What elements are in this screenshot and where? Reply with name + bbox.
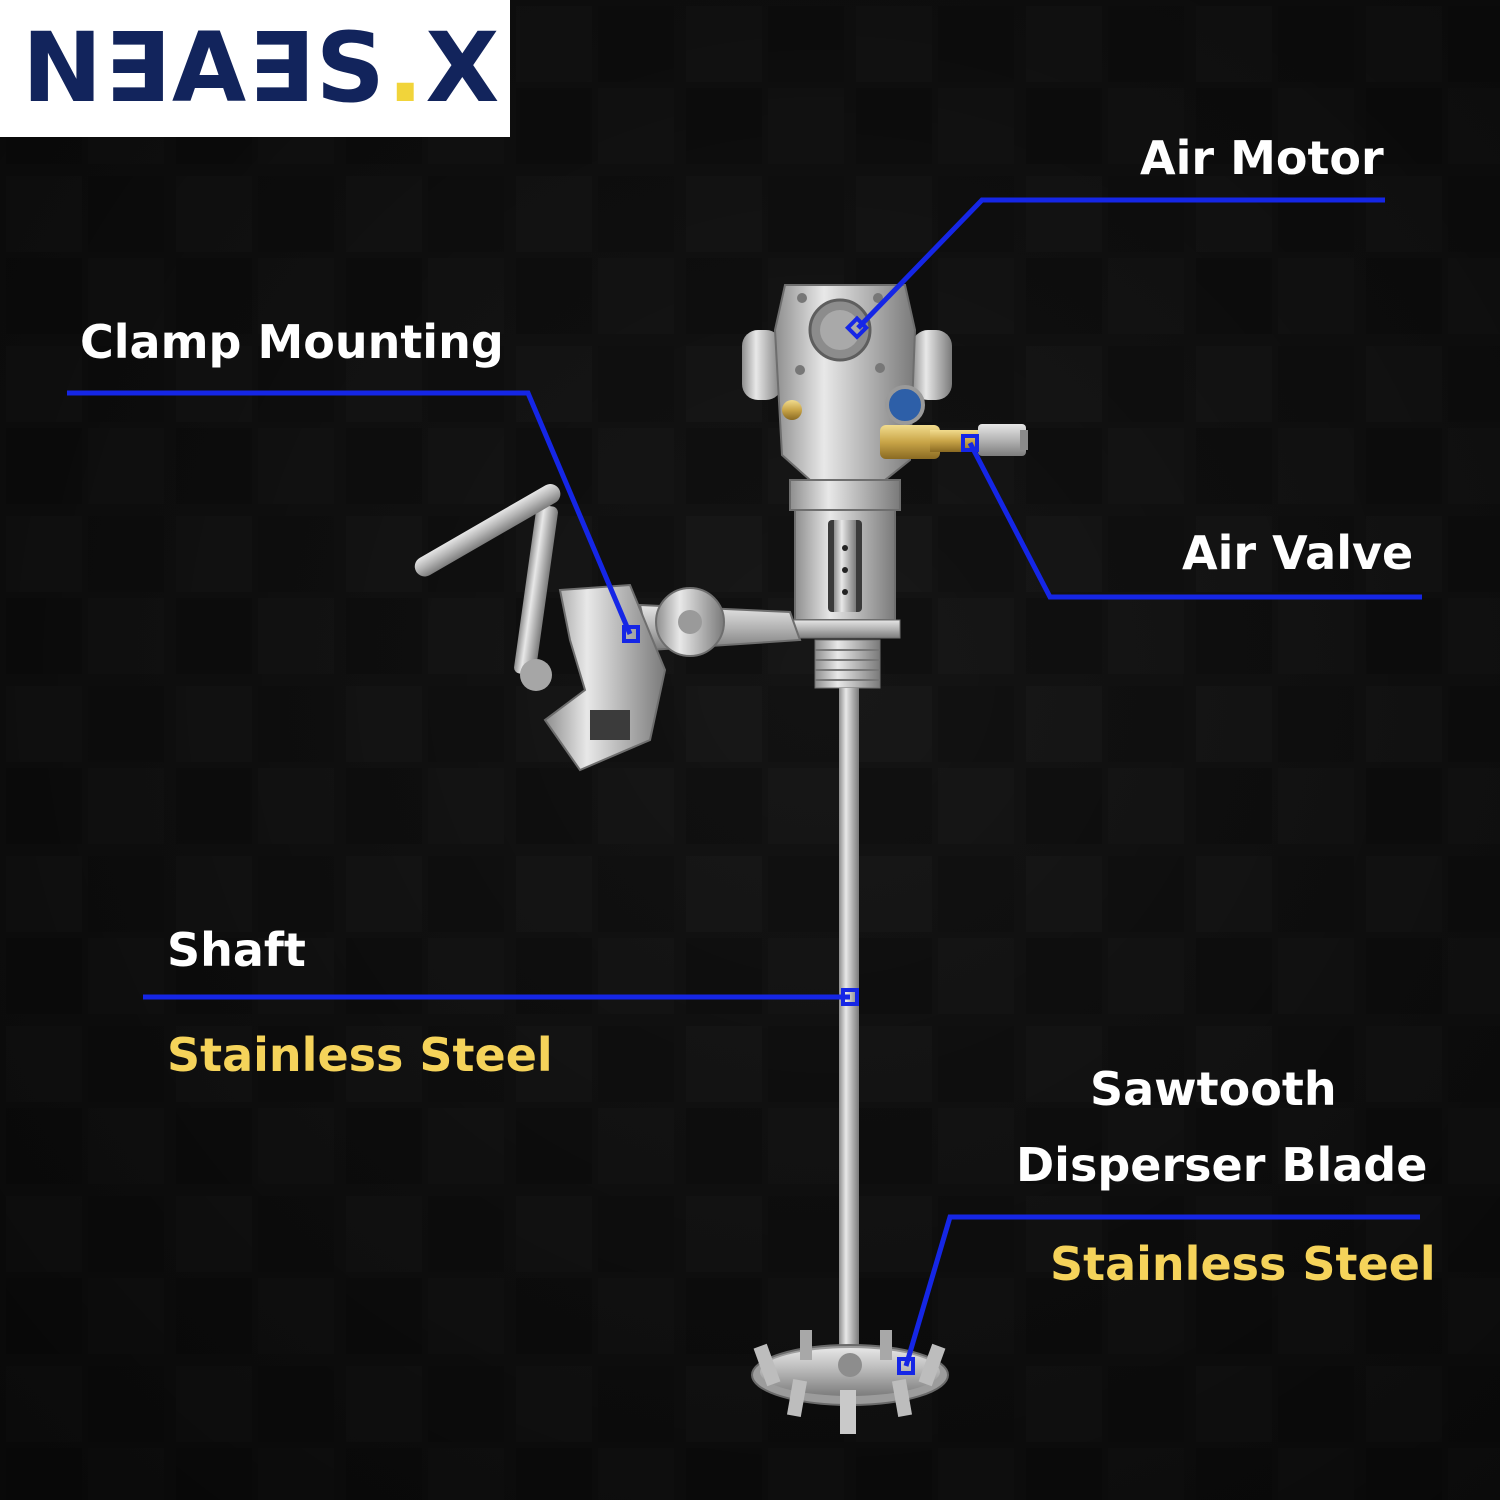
brand-logo-separator: . [386,12,426,124]
disperser-blade [751,1330,949,1434]
air-valve-fitting [880,385,1028,459]
shaft-label: Shaft [167,923,306,977]
shaft-rod [839,688,859,1358]
leader-lines [67,197,1422,1367]
leader-markers [622,315,979,1375]
brand-logo-main: N∃A∃S [22,12,387,124]
blade-label-line1: Sawtooth [1090,1062,1337,1116]
leader-air-motor [856,197,1385,330]
air-motor-body [742,284,952,689]
air-motor-label: Air Motor [1140,131,1384,185]
leader-blade [903,1214,1420,1367]
clamp-assembly [414,484,802,772]
brand-logo-suffix: X [425,12,502,124]
blade-label-line2: Disperser Blade [1016,1138,1428,1192]
clamp-mounting-label: Clamp Mounting [80,315,504,369]
shaft-material-label: Stainless Steel [167,1028,553,1082]
air-valve-label: Air Valve [1182,526,1414,580]
blade-material-label: Stainless Steel [1050,1237,1436,1291]
brand-logo: N∃A∃S.X [22,18,499,118]
brand-logo-panel: N∃A∃S.X [0,0,510,137]
leader-clamp-mounting [67,390,633,635]
leader-air-valve [967,441,1422,600]
